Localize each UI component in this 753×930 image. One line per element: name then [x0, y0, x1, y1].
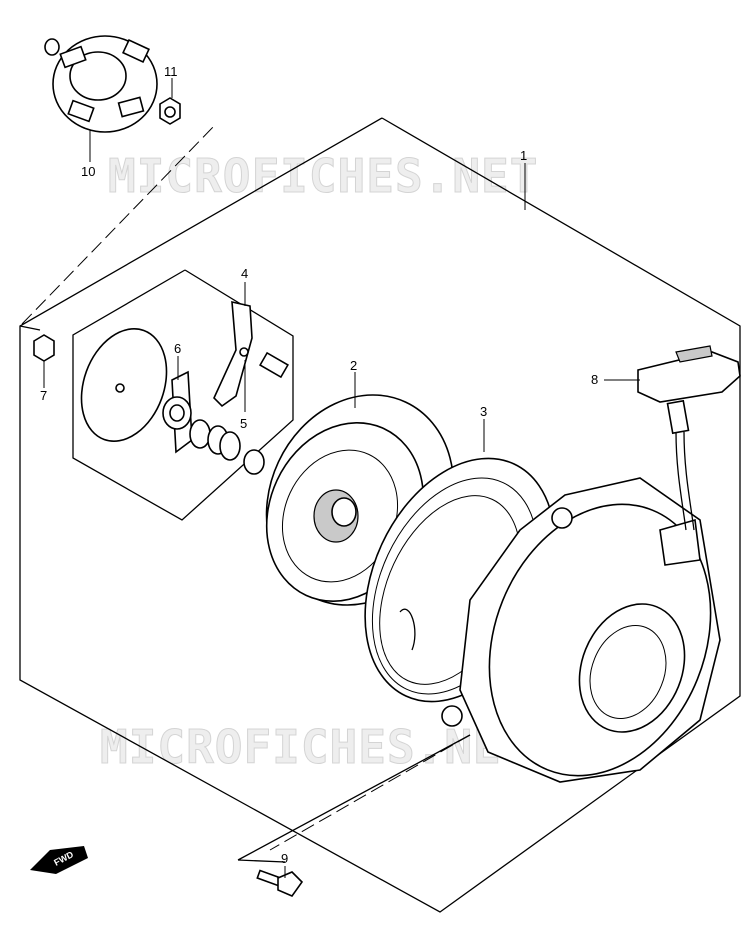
callout-4: 4 [241, 266, 248, 281]
callout-11: 11 [164, 64, 178, 79]
small-nut [33, 334, 55, 362]
assembly-outline [19, 117, 741, 913]
leader-lines [43, 78, 640, 878]
bracket-part9 [237, 734, 471, 861]
guide-plate [162, 370, 193, 454]
friction-plate [80, 328, 168, 442]
callout-9: 9 [281, 851, 288, 866]
starter-cup [44, 35, 158, 133]
subassembly-outline [72, 269, 294, 521]
callout-10: 10 [81, 164, 95, 179]
callout-7: 7 [40, 388, 47, 403]
callout-3: 3 [480, 404, 487, 419]
spring-set [189, 419, 265, 475]
callout-1: 1 [520, 148, 527, 163]
bolt [256, 869, 304, 897]
fwd-arrow-icon: FWD [30, 846, 88, 874]
callout-8: 8 [591, 372, 598, 387]
watermark-top: MICROFICHES.NET [108, 149, 538, 203]
pawl [213, 300, 253, 408]
starter-case [441, 477, 721, 783]
watermark-bottom: MICROFICHES.NET [100, 720, 530, 774]
axis-line-top [21, 124, 216, 325]
callout-5: 5 [240, 416, 247, 431]
starter-handle [637, 345, 741, 531]
callout-2: 2 [350, 358, 357, 373]
nut [159, 97, 181, 125]
axis-line-bottom [269, 734, 471, 851]
pin [259, 351, 289, 379]
callout-6: 6 [174, 341, 181, 356]
